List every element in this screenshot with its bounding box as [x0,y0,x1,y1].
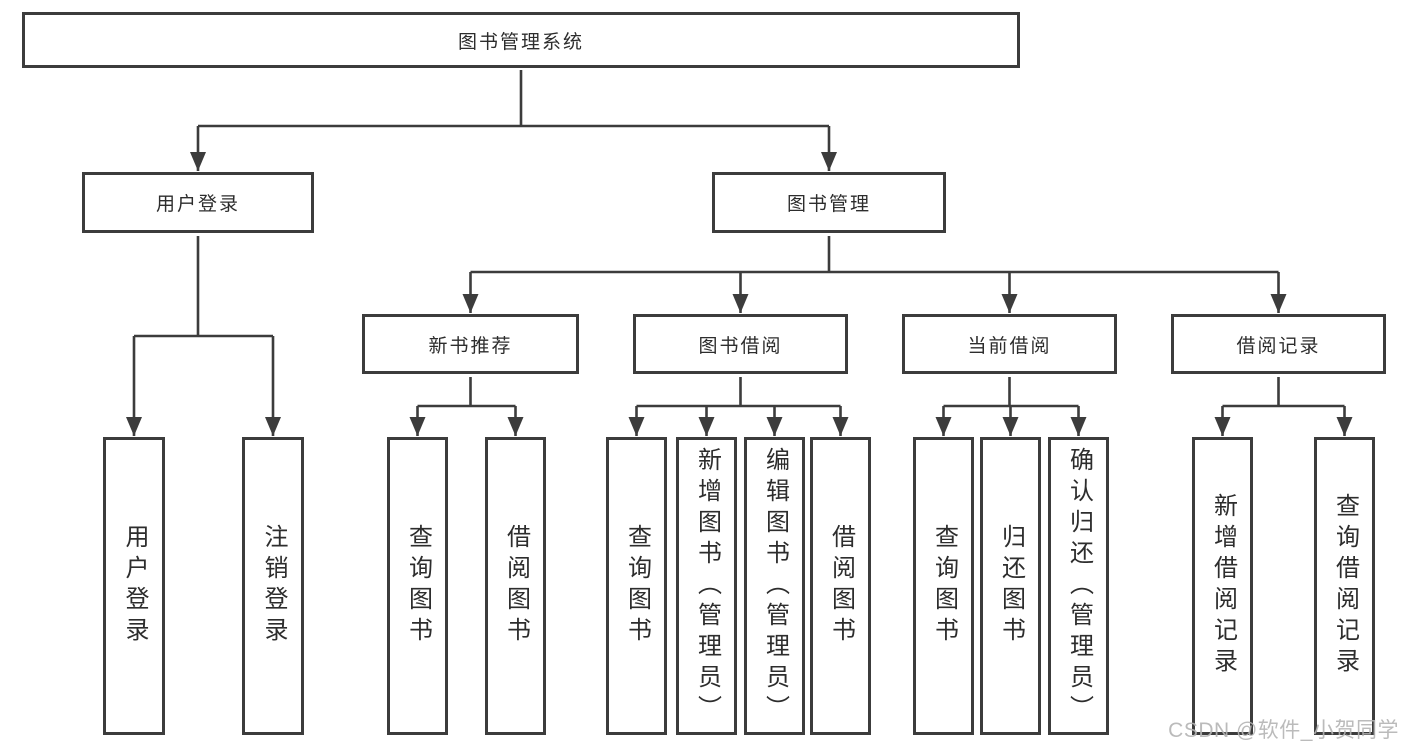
leaf-query-books-borrow: 查询图书 [606,437,667,735]
leaf-add-books-admin: 新增图书（管理员） [676,437,737,735]
leaf-query-books-recommend: 查询图书 [387,437,448,735]
leaf-query-books-current: 查询图书 [913,437,974,735]
node-user-login: 用户登录 [82,172,314,233]
leaf-logout: 注销登录 [242,437,304,735]
leaf-confirm-return-admin: 确认归还（管理员） [1048,437,1109,735]
node-new-book-recommendation: 新书推荐 [362,314,579,374]
leaf-edit-books-admin: 编辑图书（管理员） [744,437,805,735]
tree-branch-lines [134,70,1345,408]
csdn-watermark: CSDN @软件_小贺同学 [1168,719,1399,742]
node-current-borrowing: 当前借阅 [902,314,1117,374]
leaf-return-books: 归还图书 [980,437,1041,735]
leaf-query-borrow-record: 查询借阅记录 [1314,437,1375,735]
leaf-add-borrow-record: 新增借阅记录 [1192,437,1253,735]
leaf-borrow-books-recommend: 借阅图书 [485,437,546,735]
node-book-management: 图书管理 [712,172,946,233]
node-book-borrowing: 图书借阅 [633,314,848,374]
node-library-management-system: 图书管理系统 [22,12,1020,68]
tree-arrow-lines [126,126,1353,436]
node-borrowing-records: 借阅记录 [1171,314,1386,374]
leaf-borrow-books: 借阅图书 [810,437,871,735]
leaf-user-login: 用户登录 [103,437,165,735]
